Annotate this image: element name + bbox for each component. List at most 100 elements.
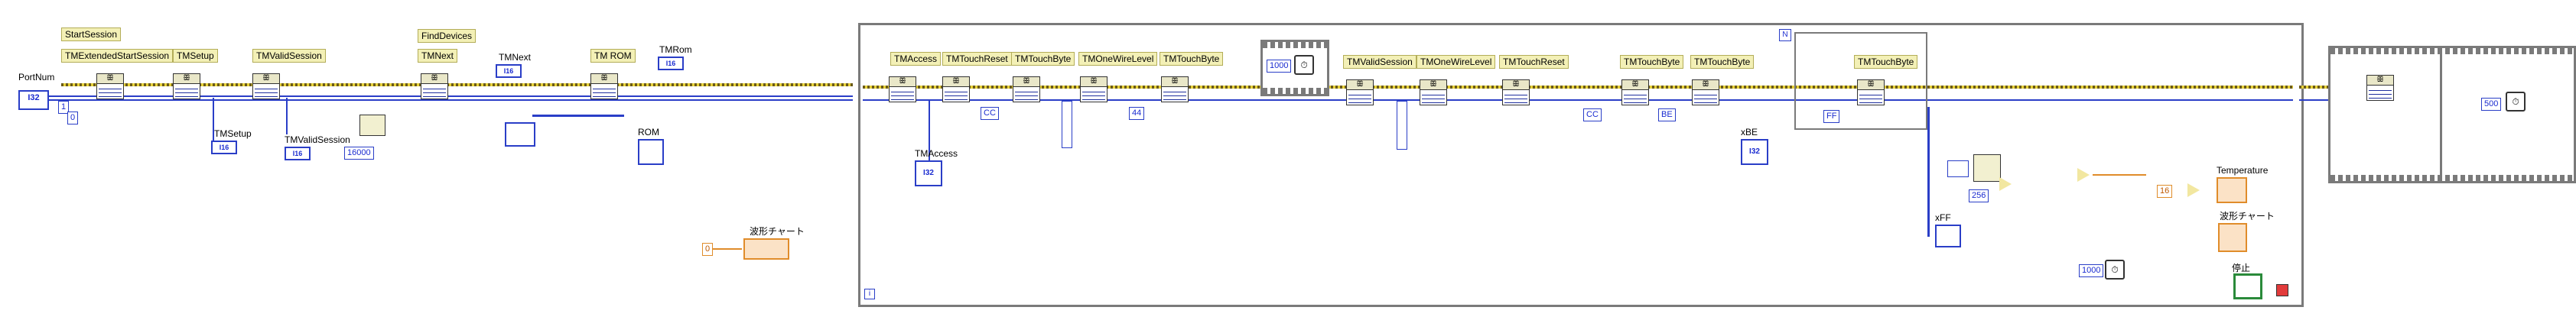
node-tm-touch-byte-5[interactable]: ꕥ xyxy=(1857,79,1885,105)
label-tm-one-wire-level-2: TMOneWireLevel xyxy=(1416,55,1496,69)
node-tm-next[interactable]: ꕥ xyxy=(421,73,448,99)
node-tm-one-wire-level-2[interactable]: ꕥ xyxy=(1420,79,1447,105)
rom-indicator xyxy=(638,139,664,165)
const-16000[interactable]: 16000 xyxy=(344,147,374,160)
port-wire-2 xyxy=(46,99,853,101)
tm-next-indicator: I16 xyxy=(496,64,522,78)
wait-ms-icon-2[interactable]: ⏱ xyxy=(2105,260,2125,280)
node-tm-setup[interactable]: ꕥ xyxy=(173,73,200,99)
wait-ms-icon-3[interactable]: ⏱ xyxy=(2506,92,2526,112)
label-tm-extended-start-session: TMExtendedStartSession xyxy=(61,49,174,63)
for-loop-n: N xyxy=(1779,29,1791,41)
label-tm-valid-session-2: TMValidSession xyxy=(1343,55,1416,69)
tm-access-label: TMAccess xyxy=(915,148,958,159)
data-wire-down xyxy=(1927,107,1930,237)
tm-setup-label: TMSetup xyxy=(214,128,252,139)
label-tm-valid-session: TMValidSession xyxy=(252,49,326,63)
label-tm-next: TMNext xyxy=(418,49,457,63)
const-0[interactable]: 0 xyxy=(67,112,79,124)
chart-1-label: 波形チャート xyxy=(750,226,805,237)
node-tm-access[interactable]: ꕥ xyxy=(889,76,916,102)
const-256[interactable]: 256 xyxy=(1969,189,1989,202)
node-tm-one-wire-level[interactable]: ꕥ xyxy=(1080,76,1107,102)
divide-node[interactable] xyxy=(2187,183,2200,197)
final-sequence-frame xyxy=(2328,46,2576,183)
stop-label: 停止 xyxy=(2232,263,2251,273)
temp-wire xyxy=(2093,174,2146,176)
label-tm-setup: TMSetup xyxy=(173,49,218,63)
tm-next-label: TMNext xyxy=(499,52,531,63)
node-tm-touch-byte-3[interactable]: ꕥ xyxy=(1621,79,1649,105)
level-consts-2[interactable] xyxy=(1397,101,1407,150)
node-tm-touch-reset-2[interactable]: ꕥ xyxy=(1502,79,1530,105)
diagram-left: PortNum I32 1 0 StartSession TMExtendedS… xyxy=(0,0,853,333)
label-tm-touch-reset: TMTouchReset xyxy=(942,52,1012,66)
rom-label: ROM xyxy=(638,127,659,137)
const-ff[interactable]: FF xyxy=(1823,110,1840,123)
for-loop-frame xyxy=(1794,32,1927,130)
label-tm-access: TMAccess xyxy=(890,52,942,66)
node-tm-touch-byte-4[interactable]: ꕥ xyxy=(1692,79,1719,105)
loop-port-wire xyxy=(863,99,2293,101)
label-start-session: StartSession xyxy=(61,27,122,41)
rom-wire xyxy=(532,115,624,117)
label-tm-touch-byte-3: TMTouchByte xyxy=(1620,55,1684,69)
xff-label: xFF xyxy=(1935,212,1951,223)
const-1000-b[interactable]: 1000 xyxy=(2079,264,2104,277)
const-cc-2[interactable]: CC xyxy=(1583,108,1602,121)
wait-ms-icon[interactable]: ⏱ xyxy=(1294,55,1314,75)
multiply-node[interactable] xyxy=(1999,177,2012,191)
label-tm-touch-byte-5: TMTouchByte xyxy=(1854,55,1918,69)
tm-valid-session-indicator: I16 xyxy=(285,147,311,160)
join-node[interactable] xyxy=(1947,160,1969,177)
waveform-chart-2 xyxy=(2218,223,2247,252)
node-tm-touch-byte-2[interactable]: ꕥ xyxy=(1161,76,1189,102)
chart-2-label: 波形チャート xyxy=(2220,211,2275,221)
tm-setup-wire xyxy=(213,98,214,141)
label-tm-touch-byte-1: TMTouchByte xyxy=(1011,52,1075,66)
xbe-indicator: I32 xyxy=(1741,139,1768,165)
const-1[interactable]: 1 xyxy=(58,101,70,114)
add-node[interactable] xyxy=(2077,168,2090,182)
label-find-devices: FindDevices xyxy=(418,29,476,43)
node-tm-rom[interactable]: ꕥ xyxy=(590,73,618,99)
node-tm-valid-session-2[interactable]: ꕥ xyxy=(1346,79,1374,105)
array-const-1[interactable] xyxy=(505,122,535,147)
node-end-session[interactable]: ꕥ xyxy=(2366,75,2394,101)
build-array-node[interactable] xyxy=(359,115,385,136)
node-tm-touch-byte-1[interactable]: ꕥ xyxy=(1013,76,1040,102)
const-16[interactable]: 16 xyxy=(2157,185,2173,198)
node-tm-touch-reset[interactable]: ꕥ xyxy=(942,76,970,102)
label-tm-touch-byte-2: TMTouchByte xyxy=(1160,52,1224,66)
label-tm-touch-byte-4: TMTouchByte xyxy=(1690,55,1755,69)
tm-valid-session-label: TMValidSession xyxy=(285,134,350,145)
main-loop-frame xyxy=(858,23,2304,307)
stop-button[interactable] xyxy=(2233,273,2262,299)
port-num-control[interactable]: I32 xyxy=(18,90,49,110)
label-tm-touch-reset-2: TMTouchReset xyxy=(1499,55,1569,69)
const-500[interactable]: 500 xyxy=(2481,98,2502,111)
tm-access-wire xyxy=(929,99,930,160)
stop-condition-icon xyxy=(2276,284,2288,296)
port-num-label: PortNum xyxy=(18,72,55,82)
const-44[interactable]: 44 xyxy=(1129,107,1145,120)
node-tm-extended-start-session[interactable]: ꕥ xyxy=(96,73,124,99)
loop-session-wire xyxy=(863,86,2293,89)
const-cc-1[interactable]: CC xyxy=(981,107,999,120)
xbe-label: xBE xyxy=(1741,127,1758,137)
const-be[interactable]: BE xyxy=(1658,108,1676,121)
node-tm-valid-session[interactable]: ꕥ xyxy=(252,73,280,99)
index-array-node[interactable] xyxy=(1973,154,2001,182)
level-consts[interactable] xyxy=(1062,101,1072,148)
const-1000[interactable]: 1000 xyxy=(1267,60,1292,73)
tm-rom-label: TMRom xyxy=(659,44,692,55)
chart-const-0[interactable]: 0 xyxy=(702,243,714,256)
label-tm-rom: TM ROM xyxy=(590,49,636,63)
tm-valid-session-wire xyxy=(286,98,288,134)
final-sequence-divider xyxy=(2440,46,2442,183)
waveform-chart-1 xyxy=(743,238,789,260)
loop-iteration-terminal: i xyxy=(864,289,875,299)
port-wire xyxy=(46,95,853,97)
tm-setup-indicator: I16 xyxy=(211,141,237,154)
tm-rom-indicator: I16 xyxy=(658,57,684,70)
